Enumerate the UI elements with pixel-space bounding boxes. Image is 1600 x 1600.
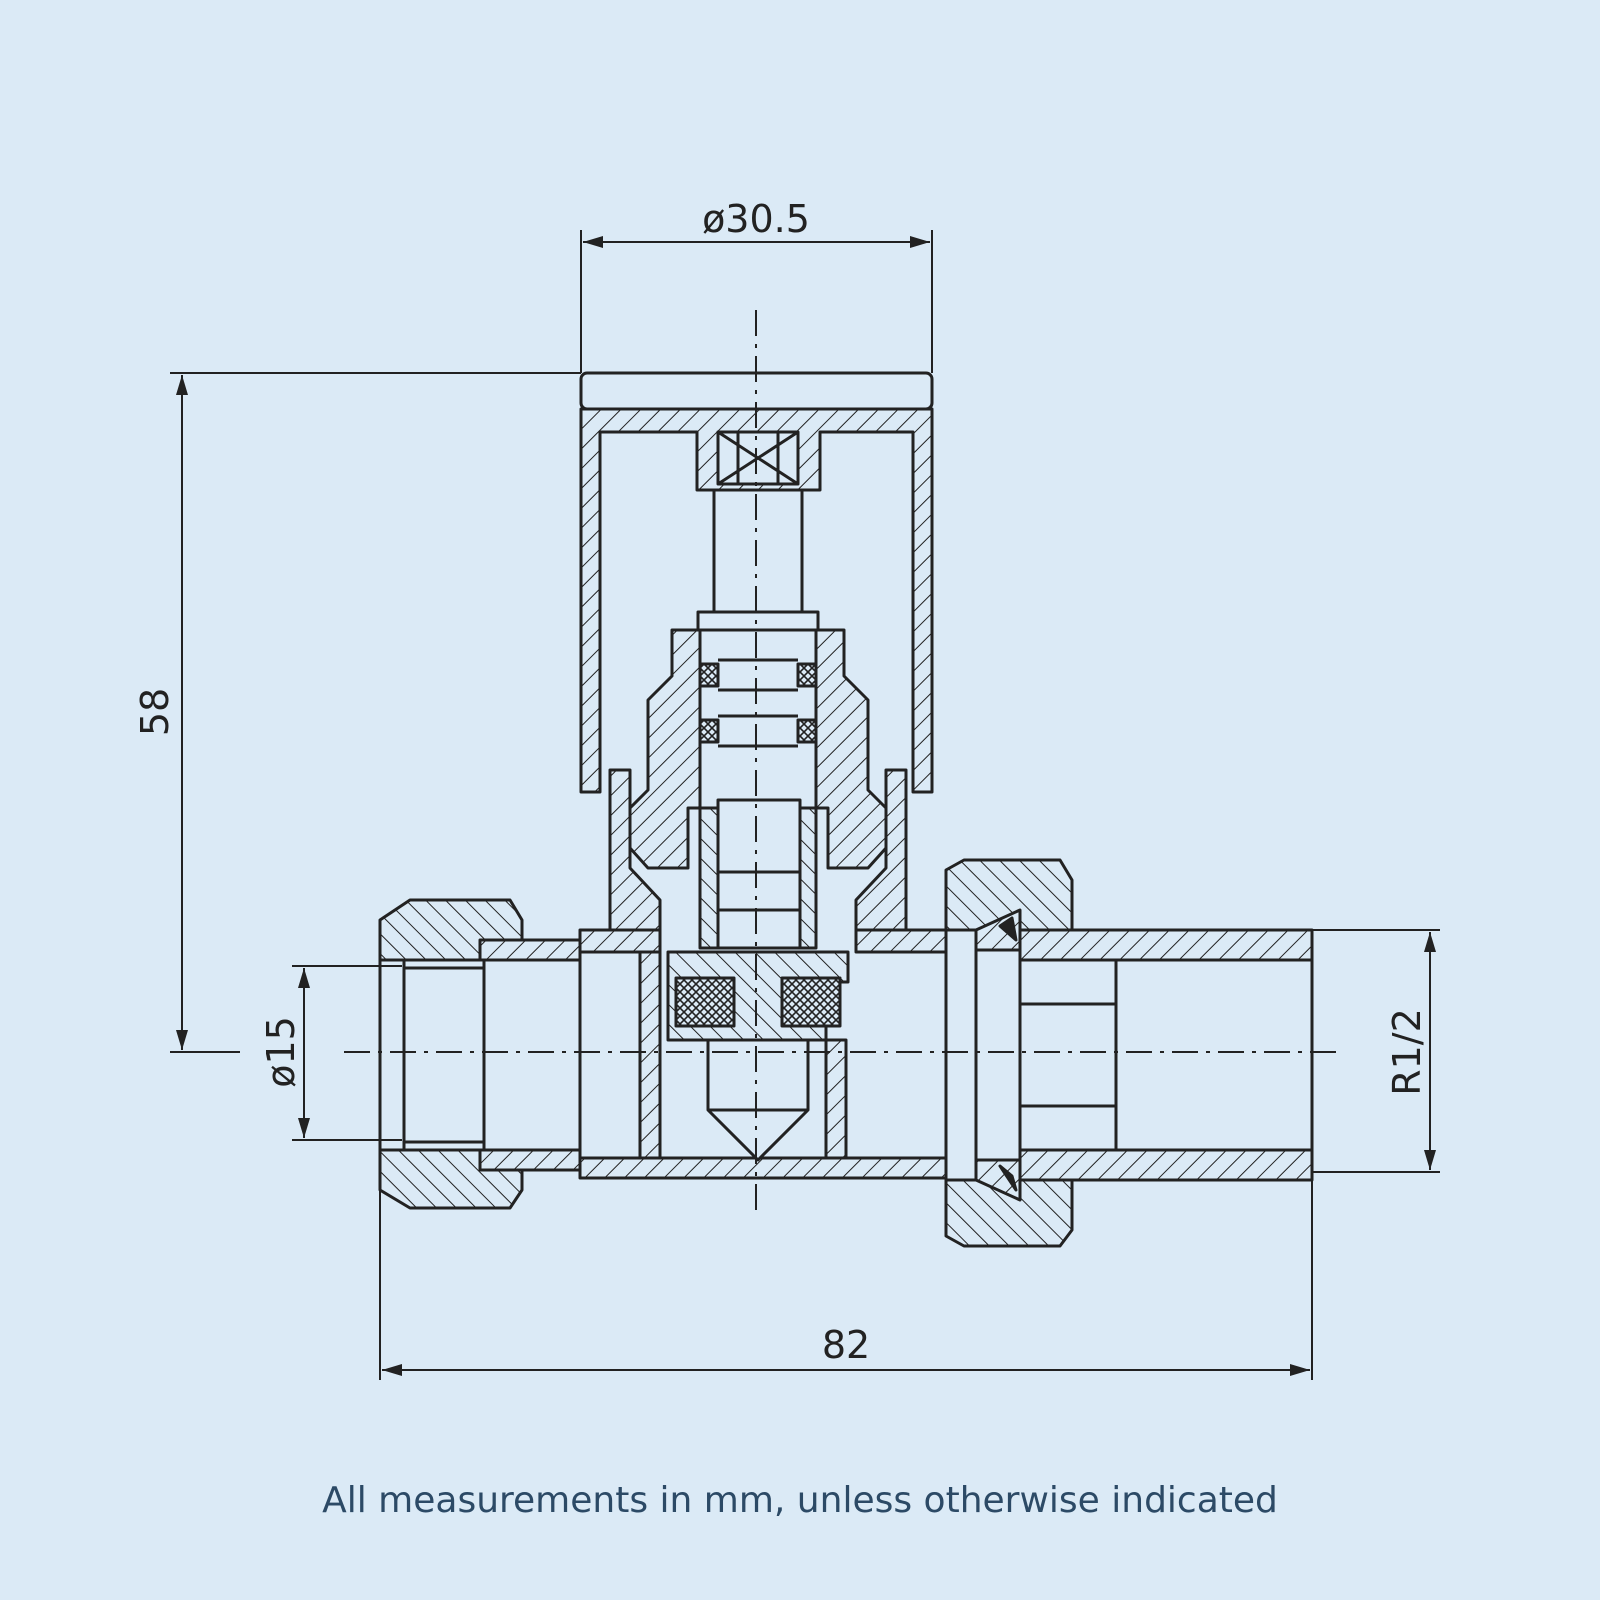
dimension-lines bbox=[170, 230, 1440, 1380]
dimension-handle-diameter: ø30.5 bbox=[702, 197, 810, 241]
dimension-pipe-diameter: ø15 bbox=[259, 1016, 303, 1088]
spindle bbox=[696, 488, 820, 632]
tail-pipe bbox=[1018, 928, 1314, 1182]
center-lines bbox=[344, 310, 1340, 1210]
measurement-footnote: All measurements in mm, unless otherwise… bbox=[322, 1480, 1278, 1521]
right-union-nut bbox=[944, 858, 1074, 1248]
dimension-thread: R1/2 bbox=[1385, 1008, 1429, 1096]
dimension-height: 58 bbox=[133, 688, 177, 736]
bonnet bbox=[628, 628, 888, 950]
left-compression-nut bbox=[378, 898, 642, 1210]
dimension-length: 82 bbox=[822, 1323, 870, 1367]
